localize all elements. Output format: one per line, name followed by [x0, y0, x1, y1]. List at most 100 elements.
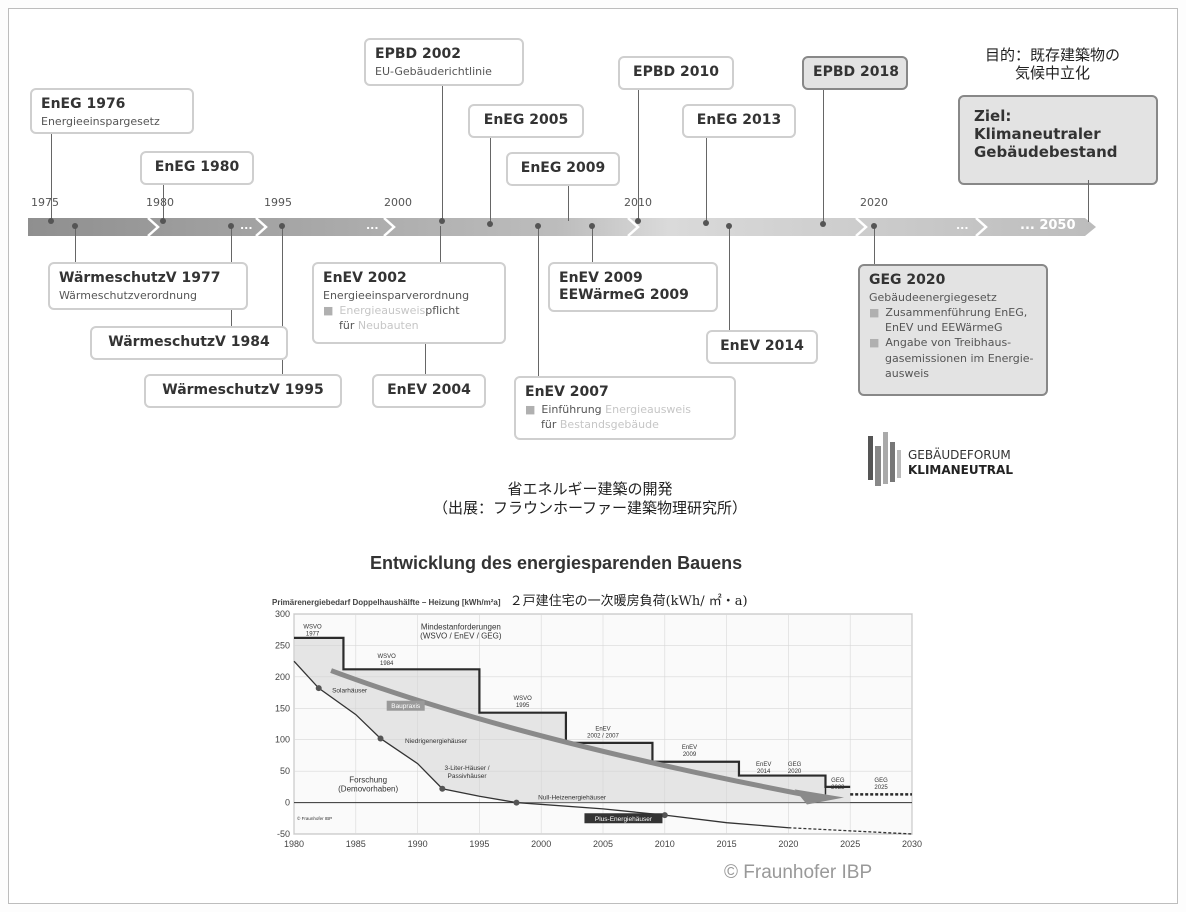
y-tick-label: 50: [280, 766, 290, 776]
bullet-highlight: Neubauten: [357, 319, 419, 333]
event-epbd-2010: EPBD 2010: [618, 56, 734, 90]
stem: [638, 86, 639, 221]
y-tick-label: 300: [275, 609, 290, 619]
band-end-label: ... 2050: [1020, 218, 1076, 233]
event-title: EPBD 2002: [375, 46, 461, 62]
curve-marker: [315, 685, 322, 692]
stem: [538, 226, 539, 376]
year-2020: 2020: [860, 196, 888, 209]
year-1980: 1980: [146, 196, 174, 209]
year-2000: 2000: [384, 196, 412, 209]
timeline-dot: [439, 218, 445, 224]
timeline-dot: [726, 223, 732, 229]
timeline-dot: [48, 218, 54, 224]
timeline-dot: [487, 221, 493, 227]
stem: [425, 344, 426, 376]
annotation-nullheiz: Null-Heizenergiehäuser: [538, 794, 607, 801]
event-subtitle: Gebäudeenergiegesetz: [869, 290, 997, 304]
logo-line2: KLIMANEUTRAL: [908, 463, 1013, 477]
y-tick-label: 100: [275, 735, 290, 745]
annotation-mindestanforderungen: Mindestanforderungen(WSVO / EnEV / GEG): [420, 623, 502, 641]
y-tick-label: 150: [275, 703, 290, 713]
x-tick-label: 2010: [655, 839, 675, 849]
stem: [874, 226, 875, 266]
x-tick-label: 1995: [469, 839, 489, 849]
event-subtitle: Energieeinsparverordnung: [323, 288, 470, 302]
stem: [490, 138, 491, 224]
annotation-copyright: © Fraunhofer IBP: [297, 815, 332, 821]
event-waermeschutzv-1984: WärmeschutzV 1984: [90, 326, 288, 360]
baupraxis-area: [294, 637, 851, 803]
series-forschung-projection: [788, 827, 913, 835]
event-subtitle: Energieeinspargesetz: [41, 114, 160, 128]
curve-marker: [661, 812, 668, 819]
timeline-dot: [535, 223, 541, 229]
event-epbd-2018: EPBD 2018: [802, 56, 908, 90]
x-tick-label: 2030: [902, 839, 922, 849]
series-forschung: [293, 660, 789, 829]
baupraxis-arrow: [330, 668, 814, 799]
event-title: WärmeschutzV 1995: [162, 382, 324, 398]
plus-label-bg: [584, 813, 663, 824]
event-waermeschutzv-1995: WärmeschutzV 1995: [144, 374, 342, 408]
timeline-dot: [72, 223, 78, 229]
stem: [568, 185, 569, 221]
caption-line2: （出展：フラウンホーファー建築物理研究所）: [432, 499, 748, 517]
annotation-baupraxis: Baupraxis: [391, 703, 421, 710]
caption-line1: 省エネルギー建築の開発: [507, 480, 673, 498]
event-bullet: ■Einführung Energieausweis: [525, 402, 691, 416]
timeline-dot: [160, 218, 166, 224]
event-bullet: ■Energieausweispflicht: [323, 303, 460, 317]
stem: [706, 133, 707, 223]
event-bullet: ■Angabe von Treibhaus-: [869, 336, 1012, 350]
bullet-text: pflicht: [425, 303, 460, 317]
x-tick-label: 1985: [346, 839, 366, 849]
timeline-dot: [820, 221, 826, 227]
event-enev-2007: EnEV 2007 ■Einführung Energieausweis für…: [514, 376, 736, 440]
event-subtitle: EU-Gebäuderichtlinie: [375, 64, 492, 78]
bullet-text: Einführung: [541, 402, 606, 416]
x-tick-label: 2015: [717, 839, 737, 849]
series-mindestanforderungen: [294, 636, 851, 788]
y-tick-label: 200: [275, 672, 290, 682]
bullet-text: ausweis: [885, 366, 929, 380]
goal-box-line1: Ziel:: [974, 107, 1012, 125]
bullet-text: Zusammenführung EnEG,: [885, 305, 1028, 319]
baupraxis-arrowhead: [794, 789, 845, 805]
bullet-text: Angabe von Treibhaus-: [885, 336, 1012, 350]
timeline-arrow: [28, 218, 1096, 236]
stem: [163, 185, 164, 221]
timeline-band: [28, 217, 1096, 237]
bullet-text: für: [339, 319, 358, 333]
stem: [823, 86, 824, 224]
event-title: GEG 2020: [869, 272, 946, 288]
timeline-dot: [635, 218, 641, 224]
copyright: © Fraunhofer IBP: [724, 862, 873, 883]
event-title: EnEV 2002: [323, 270, 407, 286]
event-waermeschutzv-1977: WärmeschutzV 1977 Wärmeschutzverordnung: [48, 262, 248, 310]
year-1975: 1975: [31, 196, 59, 209]
event-enev-2009: EnEV 2009 EEWärmeG 2009: [548, 262, 718, 312]
event-title: EnEV 2007: [525, 384, 609, 400]
logo-bars-icon: [868, 432, 901, 486]
event-title: EnEV 2004: [387, 382, 471, 398]
goal-box-line3: Gebäudebestand: [974, 143, 1118, 161]
bullet-highlight: Bestandsgebäude: [559, 417, 659, 431]
stem: [51, 133, 52, 221]
event-bullet-cont: für Neubauten: [323, 319, 495, 332]
bullet-highlight: Energieausweis: [339, 303, 426, 317]
event-title: EnEG 2013: [696, 112, 782, 128]
caption-jp: 省エネルギー建築の開発 （出展：フラウンホーファー建築物理研究所）: [330, 480, 850, 518]
band-ellipsis-1: ...: [240, 219, 253, 232]
timeline-dot: [228, 223, 234, 229]
goal-note-line2: 気候中立化: [1014, 64, 1090, 82]
timeline-dot: [279, 223, 285, 229]
event-title: EPBD 2010: [633, 64, 719, 80]
